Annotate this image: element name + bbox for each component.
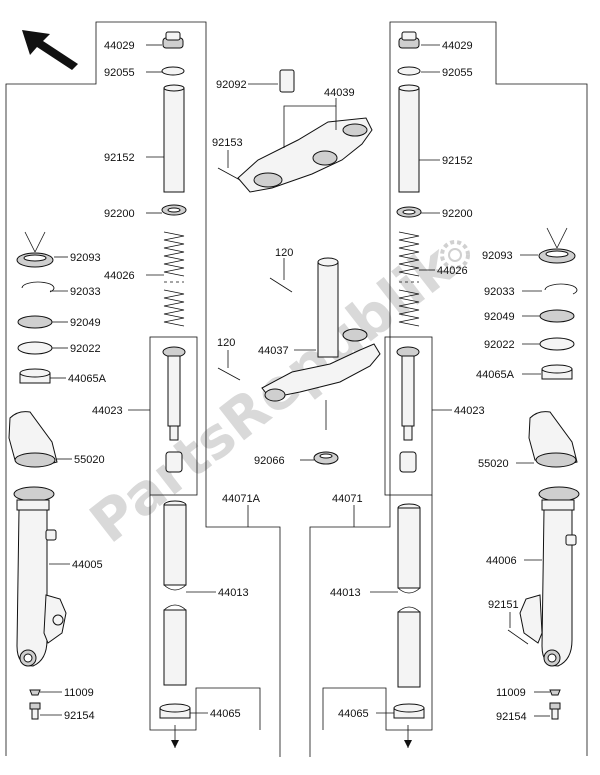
label-44023-right: 44023 bbox=[454, 405, 485, 417]
label-44029: 44029 bbox=[104, 40, 135, 52]
label-44006: 44006 bbox=[486, 555, 517, 567]
part-44026-right[interactable] bbox=[398, 231, 420, 327]
left-continue-arrow bbox=[171, 725, 179, 748]
label-92055-right: 92055 bbox=[442, 67, 473, 79]
part-44023-right[interactable] bbox=[396, 346, 420, 473]
part-44013-left[interactable] bbox=[163, 500, 187, 686]
label-92066: 92066 bbox=[254, 455, 285, 467]
label-92151: 92151 bbox=[488, 599, 519, 611]
label-92049: 92049 bbox=[70, 317, 101, 329]
label-92093-right: 92093 bbox=[482, 250, 513, 262]
part-92033-right[interactable] bbox=[544, 283, 578, 295]
part-44006[interactable] bbox=[519, 486, 580, 667]
part-92066[interactable] bbox=[313, 451, 339, 465]
part-92154-left[interactable] bbox=[29, 702, 41, 720]
label-92033: 92033 bbox=[70, 286, 101, 298]
part-92153[interactable] bbox=[217, 167, 241, 181]
label-120-upper: 120 bbox=[275, 247, 293, 259]
part-120-upper[interactable] bbox=[269, 277, 293, 293]
label-92022: 92022 bbox=[70, 343, 101, 355]
label-44039: 44039 bbox=[324, 87, 355, 99]
label-120-lower: 120 bbox=[217, 337, 235, 349]
right-damper-box bbox=[384, 336, 433, 496]
label-92033-right: 92033 bbox=[484, 286, 515, 298]
label-92200: 92200 bbox=[104, 208, 135, 220]
label-44013: 44013 bbox=[218, 587, 249, 599]
label-44037: 44037 bbox=[258, 345, 289, 357]
label-44029-right: 44029 bbox=[442, 40, 473, 52]
part-92093-right[interactable] bbox=[538, 227, 576, 264]
part-44039[interactable] bbox=[237, 117, 373, 193]
right-frame bbox=[309, 21, 588, 757]
label-44026: 44026 bbox=[104, 270, 135, 282]
leader-lines bbox=[40, 44, 550, 717]
label-11009: 11009 bbox=[64, 687, 94, 699]
part-92033-left[interactable] bbox=[21, 281, 55, 293]
label-92152: 92152 bbox=[104, 152, 135, 164]
part-44065A-left[interactable] bbox=[19, 368, 51, 384]
part-92154-right[interactable] bbox=[549, 702, 561, 720]
label-44005: 44005 bbox=[72, 559, 103, 571]
part-44037[interactable] bbox=[261, 257, 381, 402]
part-92152-right[interactable] bbox=[398, 84, 420, 193]
left-damper-box bbox=[149, 336, 198, 496]
part-44065A-right[interactable] bbox=[541, 364, 573, 380]
part-92022-right[interactable] bbox=[539, 337, 575, 351]
label-44023: 44023 bbox=[92, 405, 123, 417]
label-92049-right: 92049 bbox=[484, 311, 515, 323]
label-44065A: 44065A bbox=[68, 373, 107, 385]
label-44013-right: 44013 bbox=[330, 587, 361, 599]
label-92092: 92092 bbox=[216, 79, 247, 91]
part-44023-left[interactable] bbox=[162, 346, 186, 473]
label-92154-right: 92154 bbox=[496, 711, 527, 723]
label-92055: 92055 bbox=[104, 67, 135, 79]
label-44026-right: 44026 bbox=[437, 265, 468, 277]
arrow-up-left-icon bbox=[22, 30, 78, 70]
label-92154: 92154 bbox=[64, 710, 95, 722]
label-44071A: 44071A bbox=[222, 493, 261, 505]
label-92022-right: 92022 bbox=[484, 339, 515, 351]
part-44065-left[interactable] bbox=[159, 703, 191, 719]
part-92049-right[interactable] bbox=[539, 309, 575, 323]
part-92055-right[interactable] bbox=[397, 66, 421, 76]
label-11009-right: 11009 bbox=[496, 687, 526, 699]
left-frame bbox=[5, 21, 281, 757]
part-44013-right[interactable] bbox=[397, 503, 421, 688]
part-92152-left[interactable] bbox=[163, 84, 185, 193]
label-55020: 55020 bbox=[74, 454, 105, 466]
part-55020-right[interactable] bbox=[528, 411, 578, 468]
part-44029-left[interactable] bbox=[162, 31, 184, 49]
label-92200-right: 92200 bbox=[442, 208, 473, 220]
part-92200-left[interactable] bbox=[161, 204, 187, 216]
part-44026-left[interactable] bbox=[163, 231, 185, 327]
right-continue-arrow bbox=[404, 725, 412, 748]
part-92049-left[interactable] bbox=[17, 315, 53, 329]
left-tube-box bbox=[149, 495, 261, 731]
label-92153: 92153 bbox=[212, 137, 243, 149]
part-92151[interactable] bbox=[507, 629, 529, 645]
label-44065A-right: 44065A bbox=[476, 369, 515, 381]
label-44071: 44071 bbox=[332, 493, 363, 505]
part-11009-left[interactable] bbox=[29, 689, 41, 696]
part-44005[interactable] bbox=[13, 486, 67, 667]
label-44065-right: 44065 bbox=[338, 708, 369, 720]
part-55020-left[interactable] bbox=[8, 411, 58, 468]
part-11009-right[interactable] bbox=[549, 689, 561, 696]
label-44065: 44065 bbox=[210, 708, 241, 720]
label-92152-right: 92152 bbox=[442, 155, 473, 167]
gear-logo-icon bbox=[440, 240, 470, 270]
part-44065-right[interactable] bbox=[393, 703, 425, 719]
part-92055-left[interactable] bbox=[161, 66, 185, 76]
part-92093-left[interactable] bbox=[16, 231, 54, 268]
part-92200-right[interactable] bbox=[396, 206, 422, 218]
label-92093: 92093 bbox=[70, 252, 101, 264]
right-tube-box bbox=[322, 495, 433, 731]
label-55020-right: 55020 bbox=[478, 458, 509, 470]
part-92092[interactable] bbox=[279, 69, 295, 93]
part-44029-right[interactable] bbox=[398, 31, 420, 49]
part-120-lower[interactable] bbox=[217, 367, 241, 381]
part-92022-left[interactable] bbox=[17, 341, 53, 355]
